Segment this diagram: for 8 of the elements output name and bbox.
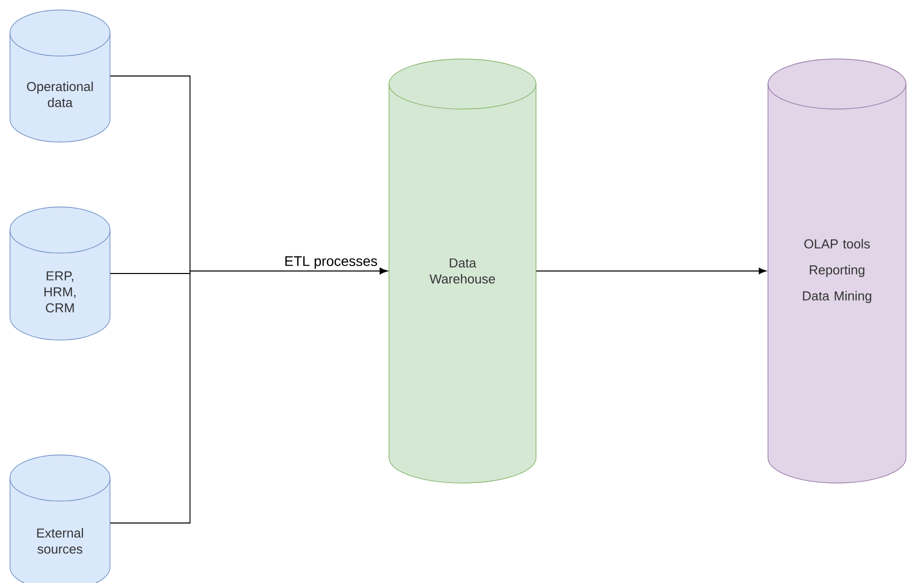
cylinder: External sources	[10, 454, 110, 583]
cylinder: Data Warehouse	[388, 58, 536, 484]
cylinder: OLAP tools Reporting Data Mining	[768, 58, 906, 484]
cylinder: ERP, HRM, CRM	[10, 206, 110, 340]
arrow	[110, 268, 388, 524]
arrow	[536, 268, 766, 274]
edge-label: ETL processes	[283, 255, 379, 270]
cylinder: Operational data	[10, 10, 110, 142]
